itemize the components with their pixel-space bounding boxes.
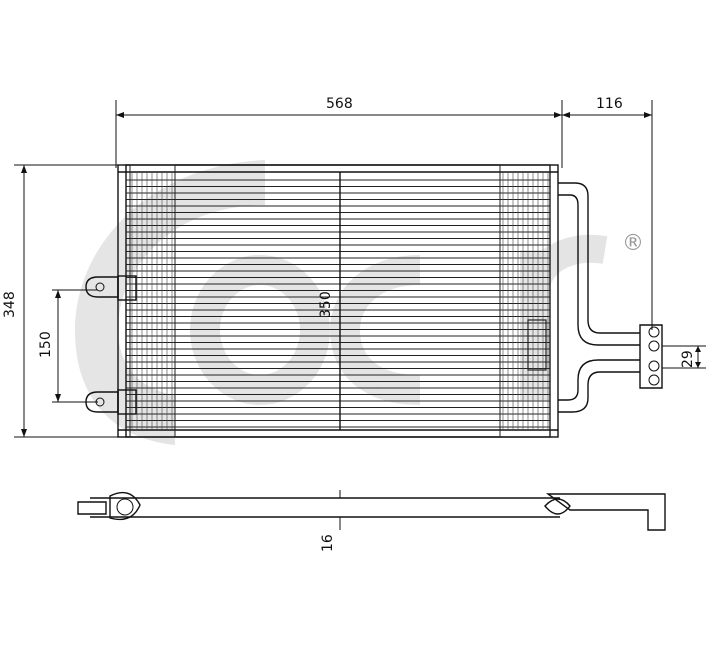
right-tank <box>499 164 551 438</box>
dimension-350-label: 350 <box>318 291 334 318</box>
upper-mounting-bracket <box>85 275 137 301</box>
dimension-150-label: 150 <box>38 331 54 358</box>
lower-mounting-bracket <box>85 389 137 415</box>
condenser-core: 350 <box>117 164 559 438</box>
dimension-568: 568 <box>115 96 562 168</box>
outlet-pipes <box>558 182 663 413</box>
left-tank <box>129 164 176 438</box>
dimension-348: 348 <box>2 164 118 438</box>
dimension-16-label: 16 <box>320 534 336 552</box>
dimension-29: 29 <box>662 345 706 369</box>
dimension-29-label: 29 <box>680 350 696 368</box>
dimension-116-label: 116 <box>596 96 623 112</box>
registered-mark: ® <box>622 231 644 256</box>
dimension-348-label: 348 <box>2 291 18 318</box>
dimension-116: 116 <box>561 96 653 330</box>
dimension-150: 150 <box>38 289 98 403</box>
condenser-fins <box>126 172 550 430</box>
side-profile-view: 16 <box>77 490 666 552</box>
dimension-568-label: 568 <box>326 96 353 112</box>
